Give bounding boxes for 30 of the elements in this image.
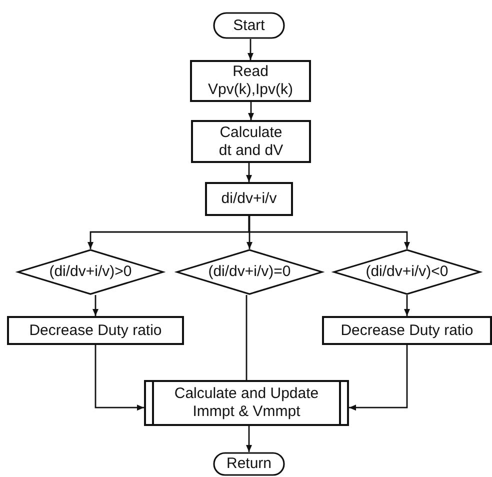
node-text: Decrease Duty ratio [29,322,162,340]
arrow [248,39,254,60]
subroutine-box [144,380,349,426]
process-box [205,182,293,216]
process-box [190,60,311,102]
node-text: di/dv+i/v [221,190,277,208]
node-text: Calculate and Update Immpt & Vmmpt [173,385,320,421]
node-text: (di/dv+i/v)=0 [208,263,291,281]
decision-diamond [333,249,481,295]
arrow [92,295,98,316]
node-text: (di/dv+i/v)>0 [49,263,132,281]
process-box [191,120,311,163]
decision-diamond [17,249,164,295]
node-text: Read Vpv(k),Ipv(k) [206,63,294,99]
node-text: Start [233,16,265,34]
node-text: Decrease Duty ratio [340,322,474,340]
process-box [322,316,492,345]
arrow [248,102,254,120]
arrow [94,345,144,411]
node-text: (di/dv+i/v)<0 [366,263,448,281]
arrow [349,345,408,411]
arrow [248,216,410,249]
arrow [246,163,252,182]
node-text: Return [226,455,272,473]
process-box [7,316,184,345]
arrow [246,426,252,452]
arrow [246,216,252,249]
decision-diamond [176,249,323,295]
arrow [404,295,410,316]
node-text: Calculate dt and dV [218,124,284,160]
